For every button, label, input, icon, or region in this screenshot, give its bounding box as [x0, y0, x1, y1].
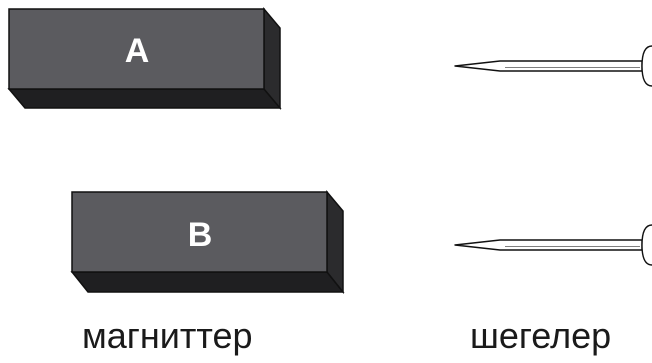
- magnet-b-front-face: [71, 191, 328, 273]
- magnet-b-label: B: [188, 216, 213, 254]
- nail-bottom: [454, 224, 652, 266]
- magnet-a: A: [7, 6, 282, 111]
- magnet-b-bottom-face: [70, 271, 345, 293]
- nail-top-shank: [454, 60, 643, 72]
- magnet-a-bottom-face: [7, 88, 282, 109]
- nails-caption: шегелер: [470, 315, 612, 356]
- nail-top: [454, 45, 652, 87]
- nail-top-head: [641, 45, 652, 87]
- magnet-a-label: A: [125, 32, 150, 70]
- magnet-a-front-face: [8, 8, 265, 90]
- magnets-caption: магниттер: [82, 315, 253, 356]
- nail-bottom-head: [641, 224, 652, 266]
- nail-bottom-shank: [454, 239, 643, 251]
- magnet-b: B: [70, 189, 345, 295]
